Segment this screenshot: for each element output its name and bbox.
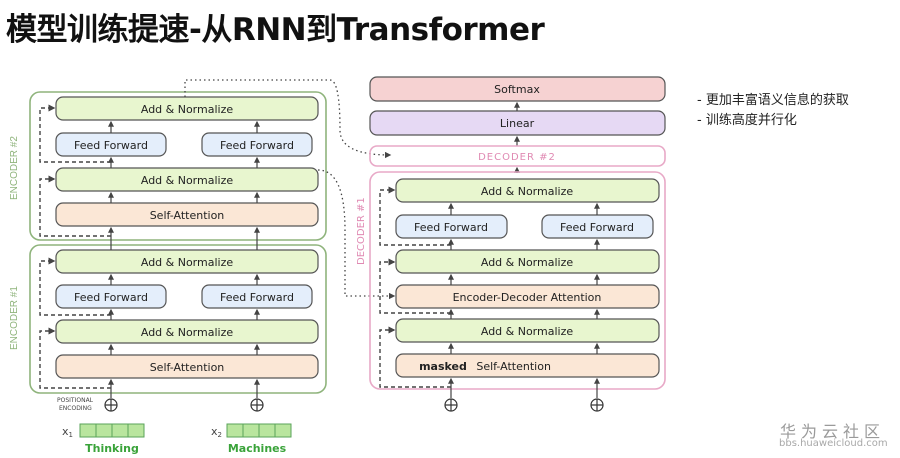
dec-feed-forward-1: Feed Forward: [414, 221, 488, 234]
enc1-add-norm-top: Add & Normalize: [141, 256, 233, 269]
enc2-add-norm-top: Add & Normalize: [141, 103, 233, 116]
dec-add-norm-bottom: Add & Normalize: [481, 325, 573, 338]
input-x2-embedding: [226, 423, 292, 438]
dec-add-norm-middle: Add & Normalize: [481, 256, 573, 269]
enc2-self-attention: Self-Attention: [150, 209, 225, 222]
watermark-brand: 华为云社区: [780, 422, 886, 441]
decoder-1-label: DECODER #1: [356, 197, 367, 265]
linear-block: Linear: [500, 117, 535, 130]
encoder-to-enc-dec-attention-dotted: [317, 169, 396, 300]
input-x1-label: x1: [62, 425, 73, 439]
dec-feed-forward-2: Feed Forward: [560, 221, 634, 234]
dec-add-norm-top: Add & Normalize: [481, 185, 573, 198]
encoder-2-frame: [29, 91, 327, 241]
decoder-1-frame: [369, 171, 666, 390]
enc1-feed-forward-1: Feed Forward: [74, 291, 148, 304]
enc2-add-norm-bottom: Add & Normalize: [141, 174, 233, 187]
positional-encoding-icons: [104, 398, 604, 412]
encoder-2-label: ENCODER #2: [9, 136, 20, 200]
enc2-feed-forward-2: Feed Forward: [220, 139, 294, 152]
dec-masked-label: masked: [419, 360, 467, 373]
encoder-residual-arrows: [39, 104, 111, 389]
bullet-2: - 训练高度并行化: [697, 113, 797, 128]
page-title: 模型训练提速-从RNN到Transformer: [6, 12, 545, 48]
input-word-thinking: Thinking: [85, 442, 139, 455]
input-x2-label: x2: [211, 425, 222, 439]
enc2-feed-forward-1: Feed Forward: [74, 139, 148, 152]
input-word-machines: Machines: [228, 442, 287, 455]
positional-label-1: POSITIONAL: [57, 397, 94, 404]
enc1-feed-forward-2: Feed Forward: [220, 291, 294, 304]
encoder-1-label: ENCODER #1: [9, 286, 20, 350]
softmax-block: Softmax: [494, 83, 540, 96]
watermark-url: bbs.huaweicloud.com: [779, 438, 888, 449]
positional-label-2: ENCODING: [59, 405, 92, 412]
svg-text:masked Self-Attention: masked Self-Attention: [419, 360, 551, 373]
enc1-self-attention: Self-Attention: [150, 361, 225, 374]
decoder-2-frame: [369, 145, 666, 167]
dec-self-attention: Self-Attention: [476, 360, 551, 373]
decoder-flow-arrows: [448, 202, 600, 398]
bullet-1: - 更加丰富语义信息的获取: [697, 93, 849, 108]
decoder-2-label: DECODER #2: [478, 152, 556, 163]
encoder-1-frame: [29, 244, 327, 394]
input-x1-embedding: [79, 423, 145, 438]
enc1-add-norm-bottom: Add & Normalize: [141, 326, 233, 339]
decoder-residual-arrows: [379, 186, 451, 388]
dec-encoder-decoder-attention: Encoder-Decoder Attention: [453, 291, 602, 304]
encoder-flow-arrows: [108, 120, 260, 398]
